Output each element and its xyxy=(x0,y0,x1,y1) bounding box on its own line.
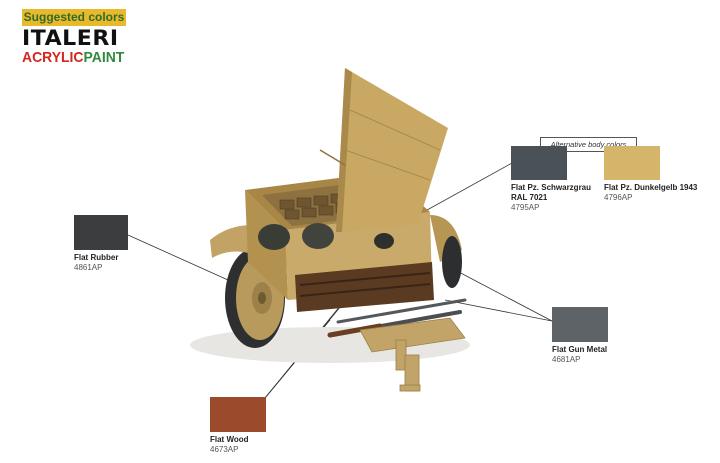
swatch-flat-schwarzgrau xyxy=(511,146,567,180)
brand-logo-italeri: ITALERI xyxy=(22,26,119,50)
label-flat-wood: Flat Wood xyxy=(210,435,249,444)
right-wheel xyxy=(442,236,462,288)
swatch-flat-gun-metal xyxy=(552,307,608,342)
brand-sub-paint: PAINT xyxy=(83,49,125,66)
leader-line-gunmetal-2 xyxy=(454,269,553,322)
brand-logo-acrylic-paint: ACRYLICPAINT xyxy=(22,49,124,67)
code-flat-gun-metal: 4681AP xyxy=(552,355,581,364)
code-flat-wood: 4673AP xyxy=(210,445,239,454)
code-flat-dunkelgelb: 4796AP xyxy=(604,193,633,202)
label-flat-schwarzgrau: Flat Pz. Schwarzgrau xyxy=(511,183,592,192)
swatch-flat-dunkelgelb xyxy=(604,146,660,180)
label-flat-schwarzgrau-ral: RAL 7021 xyxy=(511,193,548,202)
leader-line-rubber xyxy=(127,234,229,281)
trailer-lid xyxy=(319,68,448,232)
brand-sub-acrylic: ACRYLIC xyxy=(22,49,84,66)
label-flat-dunkelgelb: Flat Pz. Dunkelgelb 1943 xyxy=(604,183,698,192)
code-flat-schwarzgrau: 4795AP xyxy=(511,203,540,212)
rifles xyxy=(327,298,467,338)
suggested-colors-banner: Suggested colors xyxy=(22,9,126,26)
swatch-flat-wood xyxy=(210,397,266,432)
label-flat-rubber: Flat Rubber xyxy=(74,253,119,262)
label-flat-gun-metal: Flat Gun Metal xyxy=(552,345,608,354)
leader-line-gunmetal-1 xyxy=(444,299,553,322)
swatch-flat-rubber xyxy=(74,215,128,250)
tow-hitch xyxy=(359,317,466,392)
code-flat-rubber: 4861AP xyxy=(74,263,103,272)
